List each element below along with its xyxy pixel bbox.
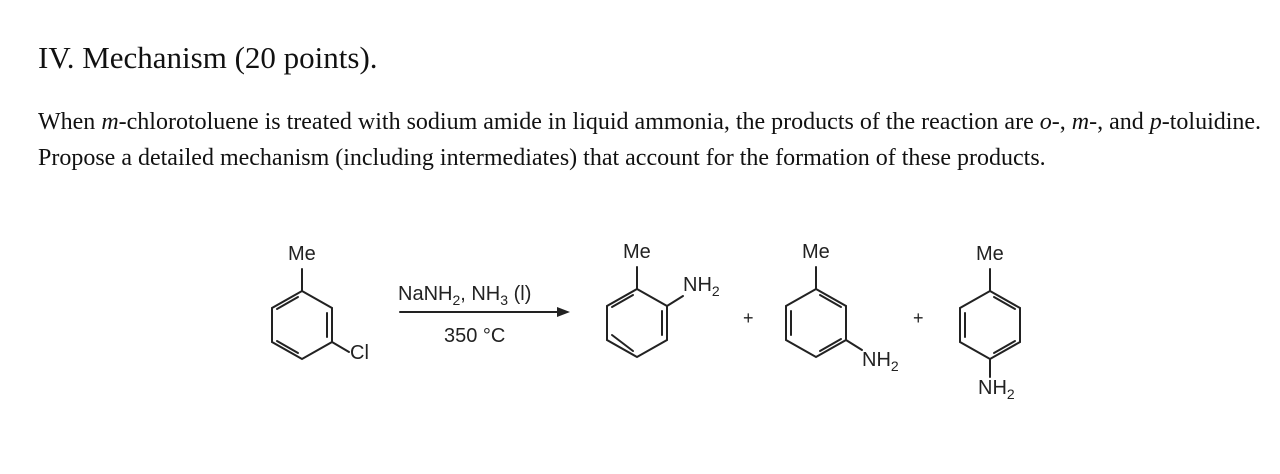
product-meta-amine-label: NH2	[862, 349, 899, 374]
product-para-structure: Me NH2	[959, 243, 1021, 402]
condition-label: 350 °C	[444, 325, 505, 347]
text-italic: m	[1071, 109, 1090, 135]
reactant-methyl-label: Me	[288, 243, 316, 265]
text-part: -toluidine. Propose a detailed mechanism…	[38, 109, 1262, 171]
text-italic: p	[1149, 109, 1162, 135]
question-title: IV. Mechanism (20 points).	[38, 40, 378, 75]
text-italic: m	[101, 109, 119, 135]
plus-sign: +	[743, 308, 754, 328]
reaction-arrow-group: NaNH2, NH3 (l) 350 °C	[398, 283, 570, 347]
text-part: When	[38, 109, 102, 135]
text-part: -, and	[1089, 109, 1150, 135]
reaction-scheme: Me Cl NaNH2, NH3 (l) 350 °C Me NH2 + Me …	[271, 241, 1021, 402]
product-ortho-structure: Me NH2	[606, 241, 720, 359]
product-meta-structure: Me NH2	[785, 241, 899, 374]
product-ortho-methyl-label: Me	[623, 241, 651, 263]
product-para-amine-label: NH2	[978, 377, 1015, 402]
reagent-label: NaNH2, NH3 (l)	[398, 283, 531, 308]
reactant-structure: Me Cl	[271, 243, 369, 364]
text-part: -chlorotoluene is treated with sodium am…	[118, 109, 1040, 135]
product-ortho-amine-label: NH2	[683, 274, 720, 299]
text-part: -,	[1051, 109, 1072, 135]
plus-sign: +	[913, 308, 924, 328]
product-para-methyl-label: Me	[976, 243, 1004, 265]
question-text: When m-chlorotoluene is treated with sod…	[38, 104, 1263, 176]
product-meta-methyl-label: Me	[802, 241, 830, 263]
text-italic: o	[1039, 109, 1052, 135]
reactant-chloro-label: Cl	[350, 342, 369, 364]
